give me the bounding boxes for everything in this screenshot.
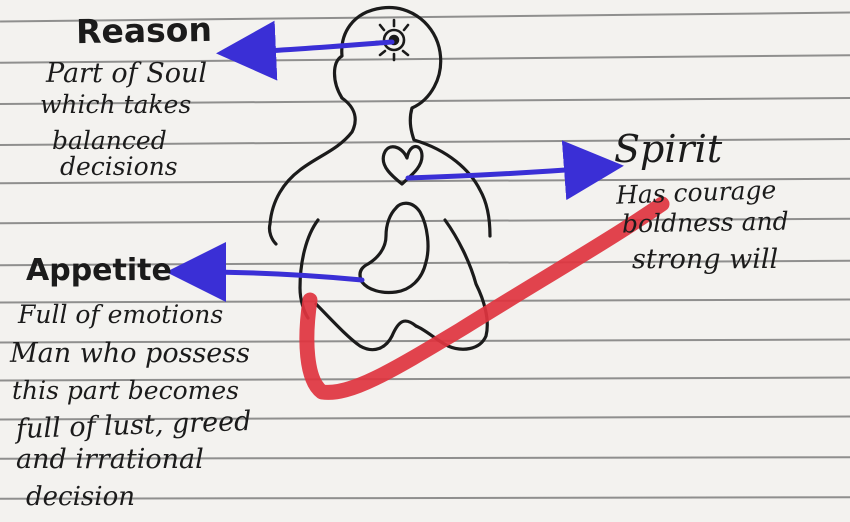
appetite-line-6: decision <box>26 484 135 510</box>
spirit-title: Spirit <box>614 130 722 168</box>
reason-line-1: Part of Soul <box>46 60 207 87</box>
reason-line-4: decisions <box>60 154 178 179</box>
arrow-to-appetite <box>196 272 362 280</box>
checkmark-icon <box>307 204 662 392</box>
spirit-line-3: strong will <box>632 246 778 273</box>
spirit-line-2: boldness and <box>622 209 789 237</box>
arrow-to-spirit <box>408 168 594 178</box>
reason-line-3: balanced <box>52 128 167 153</box>
appetite-line-5: and irrational <box>16 446 204 473</box>
reason-line-2: which takes <box>40 92 191 117</box>
arrow-to-reason <box>246 42 392 52</box>
arrows <box>196 42 594 280</box>
reason-title: Reason <box>76 13 212 48</box>
appetite-line-4: full of lust, greed <box>16 408 252 443</box>
spirit-line-1: Has courage <box>616 177 777 208</box>
appetite-title: Appetite <box>26 256 172 286</box>
appetite-line-3: this part becomes <box>12 378 239 403</box>
appetite-line-2: Man who possess <box>10 340 250 367</box>
appetite-line-1: Full of emotions <box>18 302 223 327</box>
